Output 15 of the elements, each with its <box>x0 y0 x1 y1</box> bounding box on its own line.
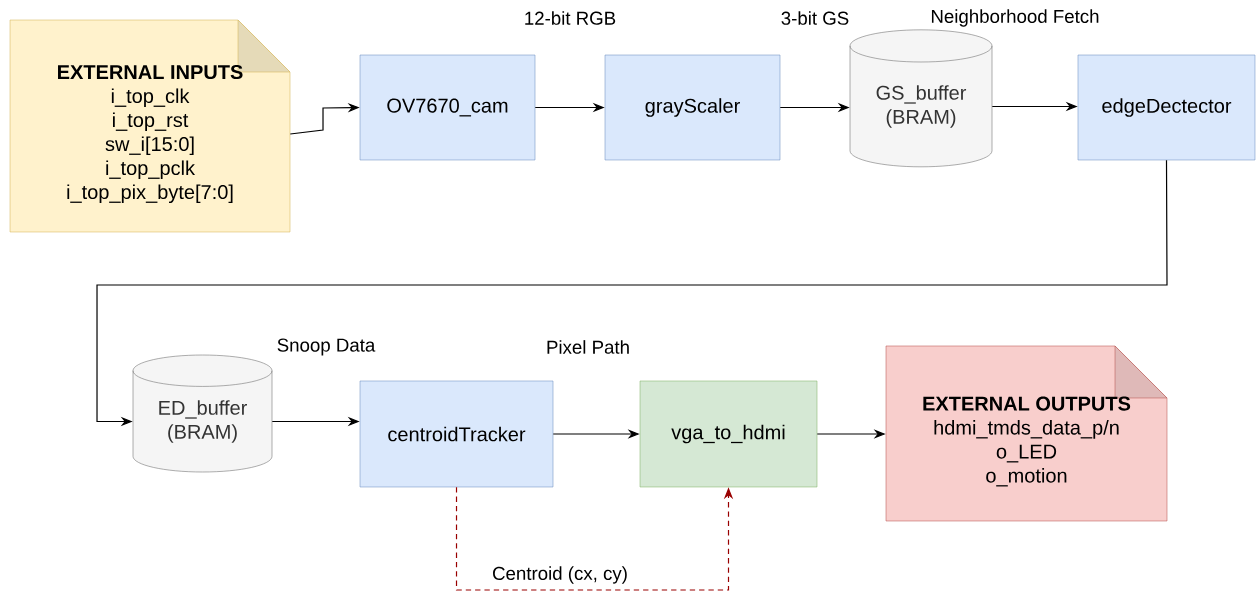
edge-label: Snoop Data <box>275 337 377 357</box>
process-box: centroidTracker <box>359 380 554 488</box>
process-box: edgeDectector <box>1077 54 1256 161</box>
process-box: OV7670_cam <box>359 54 536 161</box>
edge-label: Pixel Path <box>544 338 632 356</box>
note-box: EXTERNAL OUTPUTS hdmi_tmds_data_p/n o_LED o_motion <box>885 345 1168 522</box>
edge-label: Neighborhood Fetch <box>929 7 1101 29</box>
edge-label: 12-bit RGB <box>522 9 618 27</box>
process-box: vga_to_hdmi <box>639 380 818 488</box>
buffer-cylinder: ED_buffer (BRAM) <box>132 354 273 473</box>
edge-label: 3-bit GS <box>779 9 851 27</box>
process-box: grayScaler <box>604 54 781 161</box>
note-box: EXTERNAL INPUTS i_top_clk i_top_rst sw_i[15:0] i_top_pclk i_top_pix_byte[7:0] <box>9 19 291 233</box>
buffer-cylinder: GS_buffer (BRAM) <box>849 29 993 168</box>
edge-label: Centroid (cx, cy) <box>490 564 630 585</box>
